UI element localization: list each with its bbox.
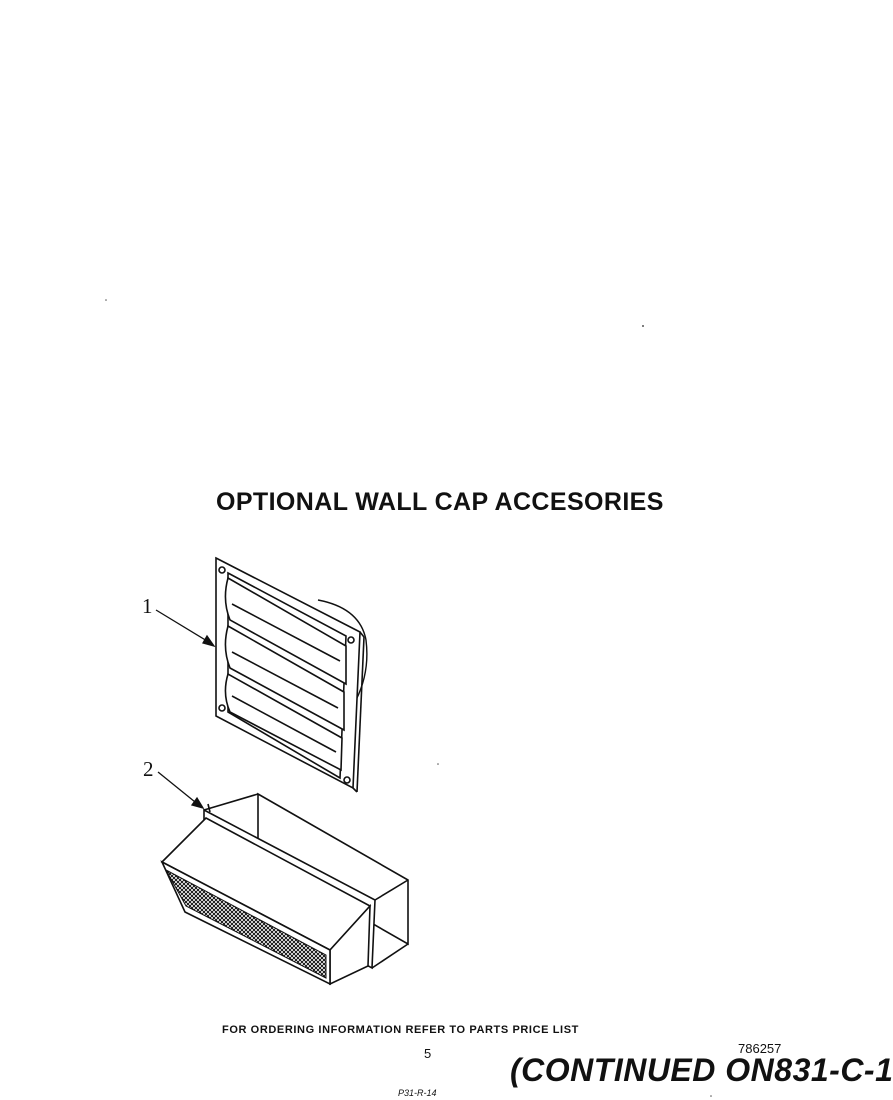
continued-stamp: (CONTINUED ON831-C-1 (510, 1052, 893, 1088)
part-1-louvered-wall-cap (215, 556, 368, 793)
handwritten-code: P31-R-14 (398, 1088, 437, 1098)
parts-diagram (105, 299, 712, 1097)
part-2-rectangular-wall-cap (160, 792, 409, 986)
callout-arrow-1 (155, 609, 216, 648)
document-number: 786257 (738, 1041, 782, 1056)
page-number: 5 (424, 1046, 432, 1061)
ordering-note: FOR ORDERING INFORMATION REFER TO PARTS … (222, 1024, 579, 1036)
callout-label-2: 2 (143, 757, 154, 781)
callout-label-1: 1 (142, 594, 153, 618)
scan-specks (105, 299, 712, 1097)
callout-arrow-2 (157, 771, 205, 810)
page-title: OPTIONAL WALL CAP ACCESORIES (216, 488, 664, 516)
